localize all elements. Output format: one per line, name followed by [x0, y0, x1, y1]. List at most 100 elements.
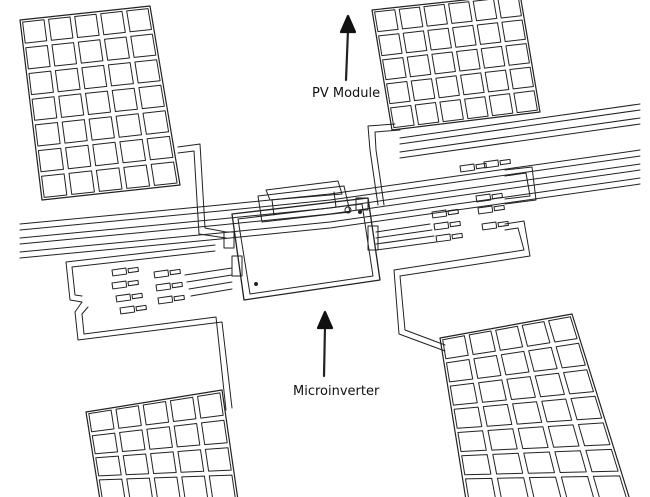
pv-cell — [65, 144, 92, 170]
pv-cell — [446, 359, 474, 383]
pv-cell — [435, 75, 460, 99]
pv-cell — [495, 325, 524, 351]
pv-cell — [513, 90, 538, 114]
pv-cell — [115, 113, 142, 138]
pv-cell — [472, 0, 498, 22]
pv-module-frame — [19, 5, 181, 201]
pv-cell — [541, 398, 573, 423]
pv-cell — [173, 423, 201, 448]
pv-cell — [91, 432, 119, 455]
pv-cell — [95, 167, 123, 192]
pv-cell — [119, 429, 146, 452]
pv-cell — [500, 350, 530, 376]
dc-cables — [65, 123, 537, 411]
pv-cell — [478, 379, 507, 403]
pv-cell — [111, 87, 138, 112]
pv-cell — [146, 135, 174, 161]
pv-cell — [497, 0, 522, 19]
pv-cell — [517, 426, 549, 450]
pv-cell — [410, 78, 436, 102]
pv-cell — [509, 66, 534, 90]
pv-cell — [488, 93, 514, 117]
pv-cell — [570, 395, 603, 421]
pv-cell — [181, 475, 209, 497]
pv-cell — [22, 19, 48, 44]
pv-cell — [61, 119, 88, 144]
pv-cell — [456, 48, 481, 72]
pv-cell — [88, 409, 115, 433]
pv-cell — [88, 116, 115, 141]
pv-cell — [449, 382, 478, 406]
pv-cell — [41, 173, 68, 198]
pv-cell — [512, 401, 543, 425]
pv-cell — [390, 105, 415, 129]
pv-cell — [487, 428, 518, 451]
pv-cell — [58, 93, 85, 118]
pv-cell — [374, 9, 399, 33]
pv-cell — [92, 141, 119, 167]
pv-cell — [74, 13, 100, 38]
pv-cell — [85, 90, 111, 115]
pv-module-top-left — [19, 5, 181, 201]
pv-cell — [150, 161, 178, 186]
pv-cell — [378, 33, 403, 57]
pv-cell — [28, 70, 54, 96]
pv-module-arrow-shaft — [344, 28, 350, 82]
pv-cell — [464, 96, 489, 120]
pv-cell — [555, 342, 586, 369]
pv-cell — [473, 355, 502, 379]
pv-cell — [402, 30, 428, 54]
pv-cell — [448, 1, 473, 24]
pv-module-label: PV Module — [312, 86, 381, 101]
pv-cell — [505, 43, 530, 66]
pv-cell — [427, 27, 452, 51]
pv-cell — [452, 24, 477, 48]
pv-cell — [476, 22, 502, 45]
pv-module-bottom-right — [439, 313, 630, 497]
pv-cell — [578, 422, 611, 447]
pv-cell — [115, 405, 142, 429]
pv-cell — [123, 164, 151, 189]
pv-cell — [134, 59, 161, 84]
pv-cell — [204, 447, 232, 472]
pv-cell — [98, 478, 126, 497]
pv-cell — [457, 430, 487, 452]
pv-cell — [465, 477, 496, 497]
pv-cell — [138, 84, 165, 110]
mc4-connectors-left — [111, 255, 243, 315]
pv-cell — [153, 476, 181, 497]
pv-cell — [406, 54, 432, 78]
pv-cell — [560, 476, 594, 497]
pv-cell — [521, 321, 551, 347]
pv-cell — [146, 426, 173, 450]
pv-cell — [177, 449, 205, 473]
pv-cell — [431, 51, 456, 75]
pv-cell — [100, 10, 126, 36]
pv-cell — [104, 36, 130, 61]
pv-cell — [382, 57, 407, 81]
pv-cell — [460, 72, 485, 96]
pv-cell — [95, 455, 122, 477]
pv-cell — [142, 401, 170, 426]
pv-cell — [68, 170, 95, 195]
pv-module-arrow-head — [339, 14, 357, 34]
pv-cell — [423, 3, 448, 27]
pv-cell — [480, 45, 506, 69]
pv-cell — [414, 102, 440, 126]
pv-cell — [528, 476, 562, 497]
pv-cell — [130, 33, 157, 58]
pv-cell — [442, 335, 469, 360]
pv-cell — [208, 474, 236, 497]
pv-cell — [497, 477, 529, 497]
pv-cell — [386, 81, 411, 105]
pv-module-top-right — [371, 0, 541, 131]
pv-cell — [54, 67, 81, 93]
pv-cell — [554, 450, 587, 473]
pv-cell — [34, 122, 61, 147]
pv-cell — [501, 19, 526, 43]
pv-cell — [592, 475, 627, 497]
pv-cell — [169, 396, 197, 422]
pv-cell — [150, 451, 177, 474]
